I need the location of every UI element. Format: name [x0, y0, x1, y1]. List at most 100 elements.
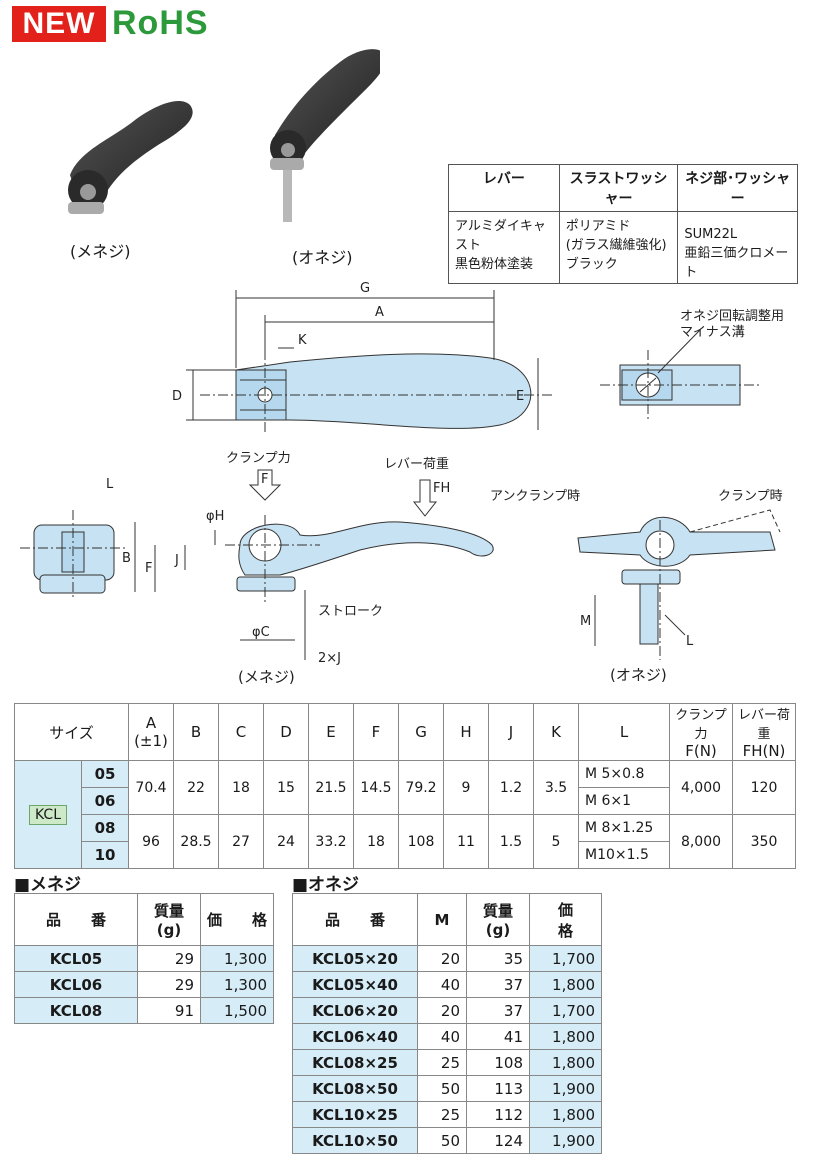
lever-load-label: レバー荷重: [384, 456, 449, 472]
top-view: [186, 290, 555, 435]
size-08: 08: [81, 814, 129, 842]
mat-header-thrust: スラストワッシャー: [558, 164, 679, 212]
male-hdr-M: M: [417, 893, 467, 946]
technical-drawing: G A K D E オネジ回転調整用 マイナス溝: [20, 281, 784, 686]
mat-header-thread: ネジ部･ワッシャー: [677, 164, 798, 212]
clamp-force-label: クランプ力: [226, 451, 291, 466]
g1-C: 27: [218, 814, 264, 869]
male-hdr-mass: 質量(g): [466, 893, 530, 946]
side-caption: (メネジ): [238, 668, 295, 686]
g0-B: 22: [173, 760, 219, 815]
hdr-C: C: [218, 703, 264, 761]
slot-note-2: マイナス溝: [680, 325, 745, 340]
g0-lever: 120: [732, 760, 796, 815]
hdr-F: F: [353, 703, 399, 761]
g1-J: 1.5: [488, 814, 534, 869]
hdr-D: D: [263, 703, 309, 761]
g1-L1: M10×1.5: [578, 841, 670, 869]
g1-K: 5: [533, 814, 579, 869]
male-section-title: ■オネジ: [292, 875, 360, 895]
hdr-L: L: [578, 703, 670, 761]
male-view: [577, 509, 781, 660]
arrow-FH-label: FH: [433, 481, 450, 496]
male-hdr-price: 価 格: [529, 893, 603, 946]
arrow-F-label: F: [261, 472, 268, 487]
female-hdr-mass: 質量(g): [137, 893, 201, 946]
hdr-H: H: [443, 703, 489, 761]
g0-F: 14.5: [353, 760, 399, 815]
g1-F: 18: [353, 814, 399, 869]
new-badge: NEW: [12, 6, 106, 42]
female-hdr-price: 価 格: [200, 893, 274, 946]
hdr-J: J: [488, 703, 534, 761]
size-10: 10: [81, 841, 129, 869]
hdr-K: K: [533, 703, 579, 761]
dim-L-label: L: [106, 477, 114, 492]
g0-G: 79.2: [398, 760, 444, 815]
size-06: 06: [81, 787, 129, 815]
female-section-title: ■メネジ: [14, 875, 82, 895]
dim-A-label: A: [375, 305, 384, 320]
dim-phiH-label: φH: [206, 509, 224, 524]
clamp-label: クランプ時: [718, 489, 783, 504]
g1-B: 28.5: [173, 814, 219, 869]
mat-lever: アルミダイキャスト黒色粉体塗装: [448, 211, 560, 284]
g0-L0: M 5×0.8: [578, 760, 670, 788]
male-caption: (オネジ): [610, 666, 667, 684]
product-photos: [68, 49, 380, 222]
male-hdr-code: 品 番: [292, 893, 418, 946]
g1-H: 11: [443, 814, 489, 869]
male-photo-caption: (オネジ): [292, 248, 353, 267]
materials-table: レバー スラストワッシャー ネジ部･ワッシャー アルミダイキャスト黒色粉体塗装 …: [448, 164, 798, 284]
female-photo-caption: (メネジ): [70, 242, 131, 261]
hdr-size: サイズ: [14, 703, 129, 761]
rohs-logo: RoHS: [112, 4, 209, 42]
mat-thrust: ポリアミド(ガラス繊維強化)ブラック: [558, 211, 679, 284]
series-cell: KCL: [14, 760, 82, 869]
g1-clamp: 8,000: [669, 814, 733, 869]
slot-note-1: オネジ回転調整用: [680, 309, 784, 324]
dim-K-label: K: [298, 333, 307, 348]
g1-L0: M 8×1.25: [578, 814, 670, 842]
female-lever-photo: [68, 100, 193, 214]
g0-D: 15: [263, 760, 309, 815]
g1-G: 108: [398, 814, 444, 869]
dim-F-label: F: [145, 561, 152, 576]
male-lever-photo: [270, 49, 380, 222]
hdr-E: E: [308, 703, 354, 761]
stroke2-label: 2×J: [318, 651, 341, 666]
hdr-B: B: [173, 703, 219, 761]
stroke-label: ストローク: [318, 604, 383, 619]
g1-D: 24: [263, 814, 309, 869]
slot-end-view: [600, 329, 760, 420]
g0-K: 3.5: [533, 760, 579, 815]
unclamp-label: アンクランプ時: [490, 489, 580, 504]
dim-J-label: J: [174, 553, 179, 568]
female-hdr-code: 品 番: [14, 893, 138, 946]
hdr-A: A(±1): [128, 703, 174, 761]
g0-J: 1.2: [488, 760, 534, 815]
g1-lever: 350: [732, 814, 796, 869]
dim-E-label: E: [516, 389, 524, 404]
male-L-label: L: [686, 634, 694, 649]
hdr-G: G: [398, 703, 444, 761]
dim-G-label: G: [360, 281, 370, 296]
mat-header-lever: レバー: [448, 164, 560, 212]
dim-M-label: M: [580, 614, 591, 629]
